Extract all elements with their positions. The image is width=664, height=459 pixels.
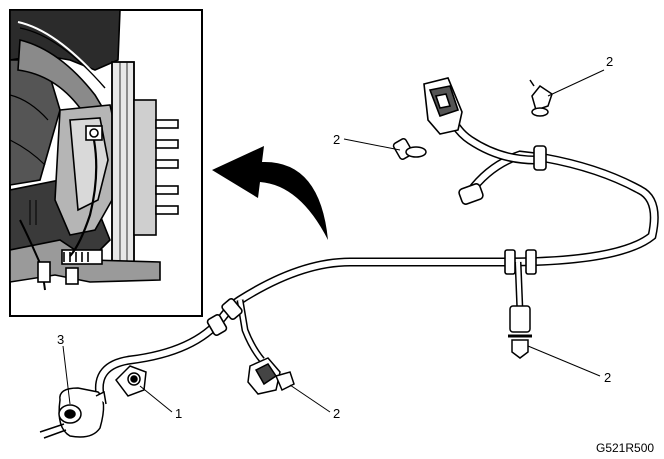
callout-label: 2 bbox=[333, 406, 340, 421]
callout-label: 2 bbox=[333, 132, 340, 147]
callout-label: 1 bbox=[175, 406, 182, 421]
leader-lines bbox=[62, 69, 605, 413]
callout-label: 2 bbox=[604, 370, 611, 385]
callout-label: 3 bbox=[57, 332, 64, 347]
callout-labels: 1 2 2 2 2 3 bbox=[57, 54, 613, 421]
callout-label: 2 bbox=[606, 54, 613, 69]
figure-code: G521R500 bbox=[596, 441, 654, 455]
wiring-harness bbox=[39, 77, 659, 439]
curved-arrow-icon bbox=[212, 146, 328, 240]
inset-detail-view bbox=[9, 9, 203, 317]
